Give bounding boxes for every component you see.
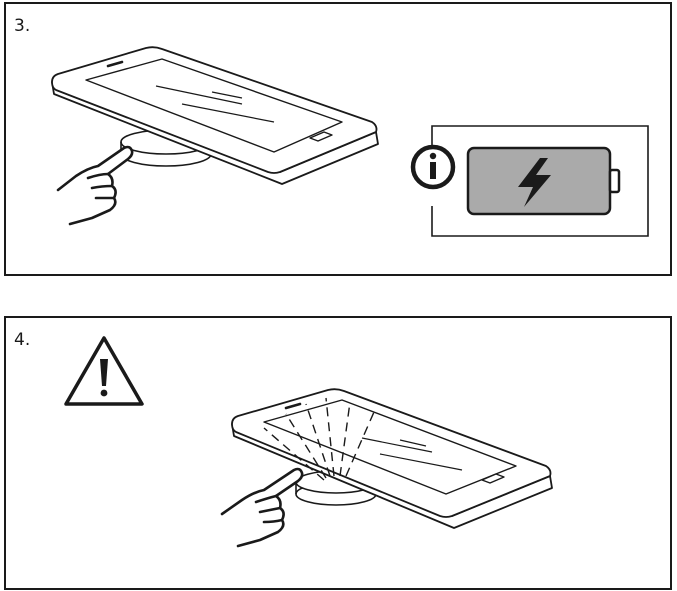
step-3-panel: 3. xyxy=(4,2,672,276)
step-3-number: 3. xyxy=(14,16,31,36)
warning-triangle-icon xyxy=(64,336,144,406)
step-4-illustration xyxy=(64,336,553,548)
info-icon xyxy=(410,144,456,190)
battery-charging-icon xyxy=(466,146,621,216)
step-4-number: 4. xyxy=(14,330,31,350)
step-4-panel: 4. xyxy=(4,316,672,590)
phone-on-pad-icon xyxy=(231,388,553,529)
pointing-hand-icon xyxy=(56,145,134,226)
light-rays-icon xyxy=(263,397,375,481)
pointing-hand-icon xyxy=(220,467,304,548)
phone-on-pad-icon xyxy=(51,46,379,185)
step-3-illustration xyxy=(51,46,649,237)
